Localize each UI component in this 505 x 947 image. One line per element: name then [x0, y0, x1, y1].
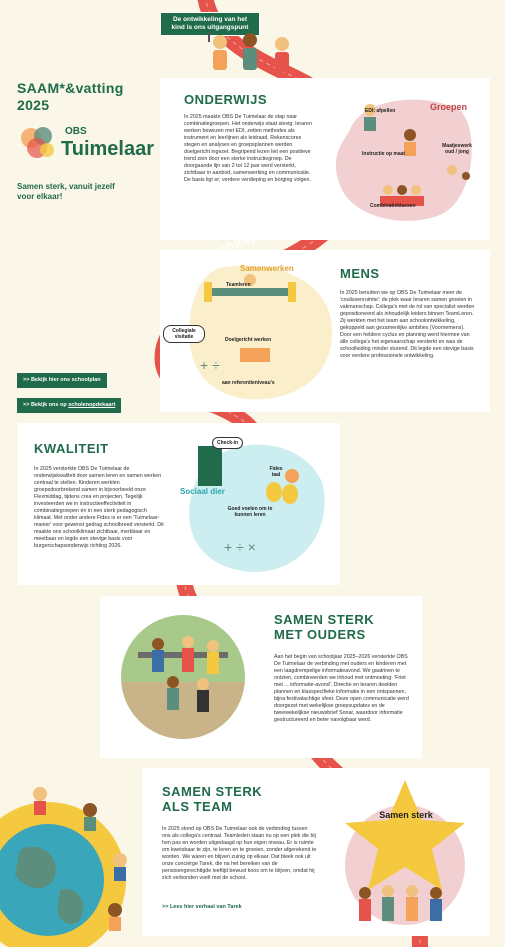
sociaal-dier-blob-title: Sociaal dier — [180, 487, 225, 496]
ouders-title: SAMEN STERK MET OUDERS — [274, 612, 375, 642]
scholenopdekaart-link[interactable]: >> Bekijk ons op scholenopdekaart — [17, 398, 122, 413]
tarek-story-link[interactable]: >> Lees hier verhaal van Tarek — [162, 904, 242, 910]
sociaal-dier-blob: + ÷ × — [189, 444, 325, 572]
groepen-label-combinatieklassen: Combinatieklassen — [370, 203, 416, 209]
svg-text:+ ÷ ×: + ÷ × — [224, 539, 256, 555]
signpost-banner: De ontwikkeling van het kind is ons uitg… — [160, 12, 260, 36]
groepen-blob — [335, 99, 472, 221]
team-title: SAMEN STERK ALS TEAM — [162, 784, 263, 814]
samenwerken-blob-title: Samenwerken — [240, 264, 294, 273]
ouders-photo — [121, 615, 245, 739]
samenwerken-label-doelgericht: Doelgericht werken — [225, 337, 272, 343]
logo-emblem-icon — [21, 127, 54, 158]
samenwerken-label-referentie: aan referentieniveau's — [222, 380, 275, 386]
school-logo: OBS Tuimelaar — [17, 124, 157, 164]
team-body: In 2025 stond op OBS De Tuimelaar ook de… — [162, 826, 317, 881]
team-illustration — [345, 780, 465, 925]
schoolplan-link[interactable]: >> Bekijk hier ons schoolplan — [17, 373, 107, 388]
kwaliteit-title: KWALITEIT — [34, 441, 109, 456]
groepen-blob-title: Groepen — [430, 102, 468, 112]
samenwerken-label-teamleren: Teamleren — [226, 282, 251, 288]
onderwijs-title: ONDERWIJS — [184, 92, 267, 107]
samenwerken-label-visitatie: Collegiale visitatie — [163, 325, 205, 343]
groepen-label-instructie: Instructie op maat — [362, 151, 406, 157]
ouders-body: Aan het begin van schooljaar 2025–2026 v… — [274, 654, 409, 723]
onderwijs-body: In 2025 maakte OBS De Tuimelaar de stap … — [184, 114, 312, 183]
mens-title: MENS — [340, 266, 380, 281]
star-label: Samen sterk — [379, 810, 433, 820]
children-illustration-top — [213, 33, 289, 72]
sociaal-label-goed-voelen: Goed voelen om te kunnen leren — [227, 506, 273, 518]
globe-illustration — [0, 787, 127, 947]
sociaal-label-fides: Fides taal — [269, 466, 283, 478]
samenwerken-blob: + ÷ — [189, 265, 333, 400]
mens-body: In 2025 benutten we op OBS De Tuimelaar … — [340, 290, 475, 359]
tagline: Samen sterk, vanuit jezelf voor elkaar! — [17, 182, 115, 201]
kwaliteit-body: In 2025 versterkte OBS De Tuimelaar de o… — [34, 466, 164, 549]
svg-text:+ ÷: + ÷ — [200, 357, 220, 373]
sociaal-label-checkin: Check-in — [212, 437, 244, 449]
report-title: SAAM*&vatting 2025 — [17, 80, 124, 113]
groepen-label-edi: EDI: afpellen — [365, 108, 396, 114]
groepen-label-maatjeswerk: Maatjeswerk oud / jong — [442, 143, 472, 155]
signpost-pole — [208, 32, 210, 42]
